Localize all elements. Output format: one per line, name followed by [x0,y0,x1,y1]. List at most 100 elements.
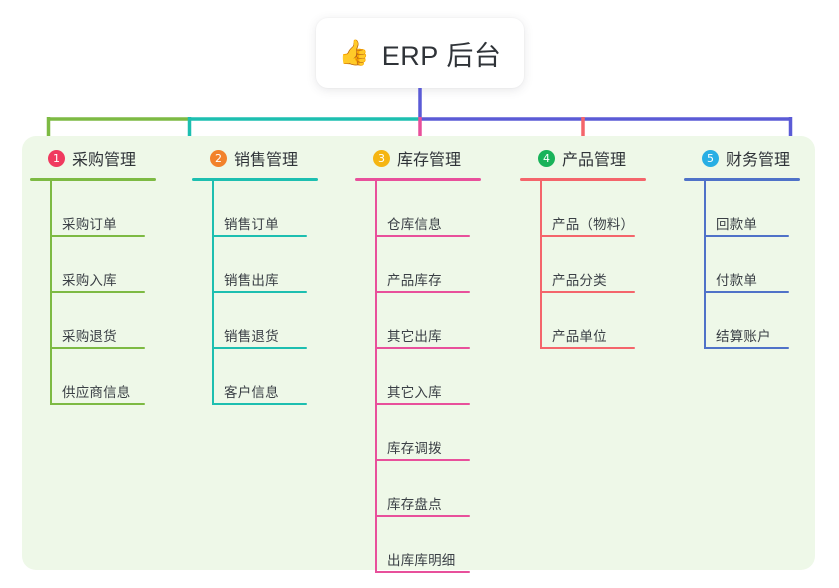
branch-items-4: 产品（物料） 产品分类产品单位 [520,181,670,349]
branch-header-5[interactable]: 5 财务管理 [684,146,824,170]
branch-item[interactable]: 客户信息 [212,349,342,405]
branch-item[interactable]: 其它出库 [375,293,505,349]
branch-item-label: 仓库信息 [387,217,442,232]
branch-rule-2 [192,178,318,181]
branch-item[interactable]: 采购入库 [50,237,180,293]
branch-rule-1 [30,178,156,181]
branch-item[interactable]: 销售退货 [212,293,342,349]
branch-item-rule [375,347,470,349]
branch-item-rule [375,291,470,293]
branch-item-rule [704,347,789,349]
branch-rule-4 [520,178,646,181]
branch-item[interactable]: 销售订单 [212,181,342,237]
branch-column-1: 1 采购管理采购订单采购入库采购退货供应商信息 [30,146,180,405]
branch-item-label: 回款单 [716,217,758,232]
branch-item[interactable]: 库存盘点 [375,461,505,517]
branch-item-label: 付款单 [716,273,758,288]
branch-item-rule [50,291,145,293]
branch-item-label: 采购入库 [62,273,117,288]
branch-item-rule [212,291,307,293]
branch-item-rule [704,291,789,293]
branch-item-label: 客户信息 [224,385,279,400]
branch-item[interactable]: 采购订单 [50,181,180,237]
branch-item[interactable]: 其它入库 [375,349,505,405]
branch-item[interactable]: 销售出库 [212,237,342,293]
branch-spine-1 [50,181,52,405]
branch-title-5: 财务管理 [726,152,791,169]
branch-item[interactable]: 库存调拨 [375,405,505,461]
branch-title-1: 采购管理 [72,152,137,169]
branch-item-label: 采购订单 [62,217,117,232]
branch-header-1[interactable]: 1 采购管理 [30,146,180,170]
branch-item-rule [50,235,145,237]
branch-badge-2: 2 [210,149,227,167]
branch-item-rule [540,235,635,237]
branch-title-4: 产品管理 [562,152,627,169]
branch-badge-3: 3 [373,149,390,167]
branch-header-3[interactable]: 3 库存管理 [355,146,505,170]
branch-item[interactable]: 供应商信息 [50,349,180,405]
branch-item[interactable]: 产品（物料） [540,181,670,237]
branch-item[interactable]: 仓库信息 [375,181,505,237]
branch-item-rule [540,291,635,293]
branch-item-label: 销售出库 [224,273,279,288]
branch-items-2: 销售订单销售出库销售退货客户信息 [192,181,342,405]
branch-item-label: 库存调拨 [387,441,442,456]
branch-item-rule [212,235,307,237]
branch-item-rule [212,403,307,405]
branch-column-3: 3 库存管理仓库信息产品库存其它出库其它入库库存调拨库存盘点出库库明细 [355,146,505,573]
branch-badge-5: 5 [702,149,719,167]
branch-item[interactable]: 结算账户 [704,293,824,349]
branch-item-label: 其它入库 [387,385,442,400]
branch-item-label: 产品分类 [552,273,607,288]
branch-item[interactable]: 付款单 [704,237,824,293]
branch-item[interactable]: 采购退货 [50,293,180,349]
branch-item-rule [212,347,307,349]
branch-item-label: 销售订单 [224,217,279,232]
branch-items-1: 采购订单采购入库采购退货供应商信息 [30,181,180,405]
branch-item-rule [375,571,470,573]
branch-item-rule [50,403,145,405]
branch-item-label: 产品库存 [387,273,442,288]
branch-column-4: 4 产品管理产品（物料） 产品分类产品单位 [520,146,670,349]
root-node-content: 👍 ERP 后台 [339,34,502,73]
branch-item-label: 库存盘点 [387,497,442,512]
branch-rule-5 [684,178,800,181]
branch-item-label: 供应商信息 [62,385,131,400]
branch-column-5: 5 财务管理回款单付款单结算账户 [684,146,824,349]
branch-items-5: 回款单付款单结算账户 [684,181,824,349]
branch-item-label: 销售退货 [224,329,279,344]
branch-spine-5 [704,181,706,349]
root-node-card[interactable]: 👍 ERP 后台 [316,18,524,88]
branch-item-rule [375,403,470,405]
branch-item-rule [540,347,635,349]
branch-item-rule [375,515,470,517]
branch-item-rule [704,235,789,237]
branch-spine-2 [212,181,214,405]
branch-item-rule [375,459,470,461]
branch-item[interactable]: 产品库存 [375,237,505,293]
mindmap-panel [22,136,815,570]
branch-item-label: 产品（物料） [552,217,635,232]
branch-badge-4: 4 [538,149,555,167]
branch-header-4[interactable]: 4 产品管理 [520,146,670,170]
branch-title-3: 库存管理 [397,152,462,169]
branch-item-label: 出库库明细 [387,553,456,568]
branch-item[interactable]: 产品分类 [540,237,670,293]
branch-item-label: 采购退货 [62,329,117,344]
branch-badge-1: 1 [48,149,65,167]
branch-spine-3 [375,181,377,573]
root-node-title: ERP 后台 [381,40,502,71]
branch-rule-3 [355,178,481,181]
branch-item-rule [50,347,145,349]
branch-item-rule [375,235,470,237]
branch-item[interactable]: 出库库明细 [375,517,505,573]
branch-item-label: 结算账户 [716,329,771,344]
branch-item-label: 其它出库 [387,329,442,344]
branch-item[interactable]: 产品单位 [540,293,670,349]
branch-item-label: 产品单位 [552,329,607,344]
branch-item[interactable]: 回款单 [704,181,824,237]
